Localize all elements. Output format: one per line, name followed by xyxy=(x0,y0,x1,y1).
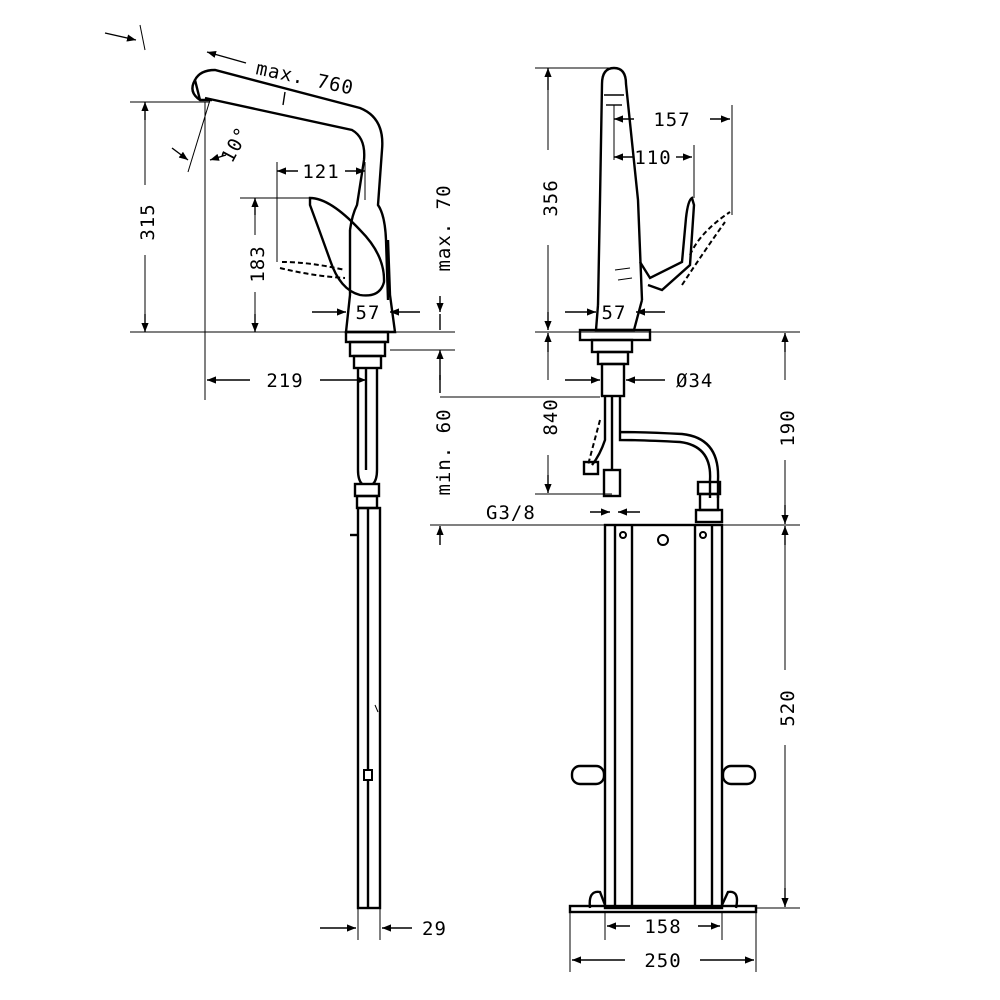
dim-handle-clearance: 121 xyxy=(302,161,339,183)
dim-base-width-right: 57 xyxy=(602,302,627,324)
dim-box-offset: 190 xyxy=(777,409,799,446)
dim-box-outer-width: 250 xyxy=(644,950,681,972)
dim-spout-157: 157 xyxy=(653,109,690,131)
dim-flex-width: 29 xyxy=(422,918,447,940)
dim-spout-projection: 219 xyxy=(266,370,303,392)
dim-lift-max: max. 70 xyxy=(433,184,455,271)
dim-box-inner-width: 158 xyxy=(644,916,681,938)
dim-angle: 10° xyxy=(217,123,254,166)
spout-column xyxy=(596,66,644,306)
dim-box-height: 520 xyxy=(777,689,799,726)
dim-height-left: 315 xyxy=(137,203,159,240)
supply-hoses xyxy=(356,368,379,485)
dim-thickness-min: min. 60 xyxy=(433,408,455,495)
lever-handle-front xyxy=(638,196,696,292)
weight-box xyxy=(603,523,724,910)
view-direction-arrow xyxy=(104,32,137,42)
dim-thread: G3/8 xyxy=(486,502,536,524)
dim-base-width-left: 57 xyxy=(356,302,381,324)
dim-handle-height: 183 xyxy=(247,245,269,282)
side-view: 315 max. 760 10° 121 183 max. 70 57 xyxy=(104,24,605,940)
dim-spout-110: 110 xyxy=(634,147,671,169)
supply-hoses-front xyxy=(591,396,720,498)
dim-shank-diameter: Ø34 xyxy=(676,370,713,392)
spout-outline xyxy=(193,68,390,301)
dim-height-right: 356 xyxy=(540,179,562,216)
front-view: 356 157 110 57 Ø34 840 190 xyxy=(440,66,800,972)
dim-hose-length: 840 xyxy=(540,398,562,435)
lever-handle xyxy=(308,196,386,297)
